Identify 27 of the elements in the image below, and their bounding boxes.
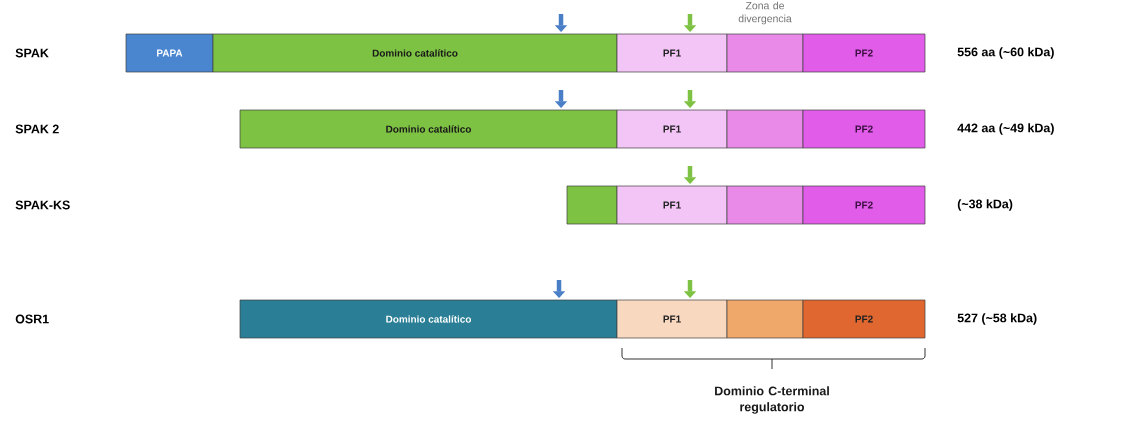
protein-size: 556 aa (~60 kDa) [957,47,1054,59]
domain-box [726,185,804,225]
protein-name: SPAK 2 [15,124,59,134]
protein-name: SPAK [15,48,49,58]
protein-name: SPAK-KS [15,200,70,210]
domain-box: PF2 [802,299,926,339]
domain-box: Dominio catalítico [239,299,618,339]
domain-box [726,299,804,339]
region-label: Dominio C-terminal regulatorio [715,386,829,414]
domain-box: PF1 [616,185,728,225]
protein-name: OSR1 [15,314,49,324]
domain-box: PF2 [802,33,926,73]
domain-box: PAPA [125,33,214,73]
protein-size: (~38 kDa) [957,199,1013,211]
domain-box [726,33,804,73]
domain-box [566,185,618,225]
domain-box: PF2 [802,185,926,225]
domain-box: PF1 [616,109,728,149]
domain-box: Dominio catalítico [212,33,618,73]
domain-box: PF1 [616,299,728,339]
domain-box [726,109,804,149]
protein-size: 442 aa (~49 kDa) [957,123,1054,135]
domain-box: PF2 [802,109,926,149]
region-label: Zona de divergencia [738,1,792,25]
protein-size: 527 (~58 kDa) [957,313,1037,325]
domain-box: Dominio catalítico [239,109,618,149]
domain-box: PF1 [616,33,728,73]
